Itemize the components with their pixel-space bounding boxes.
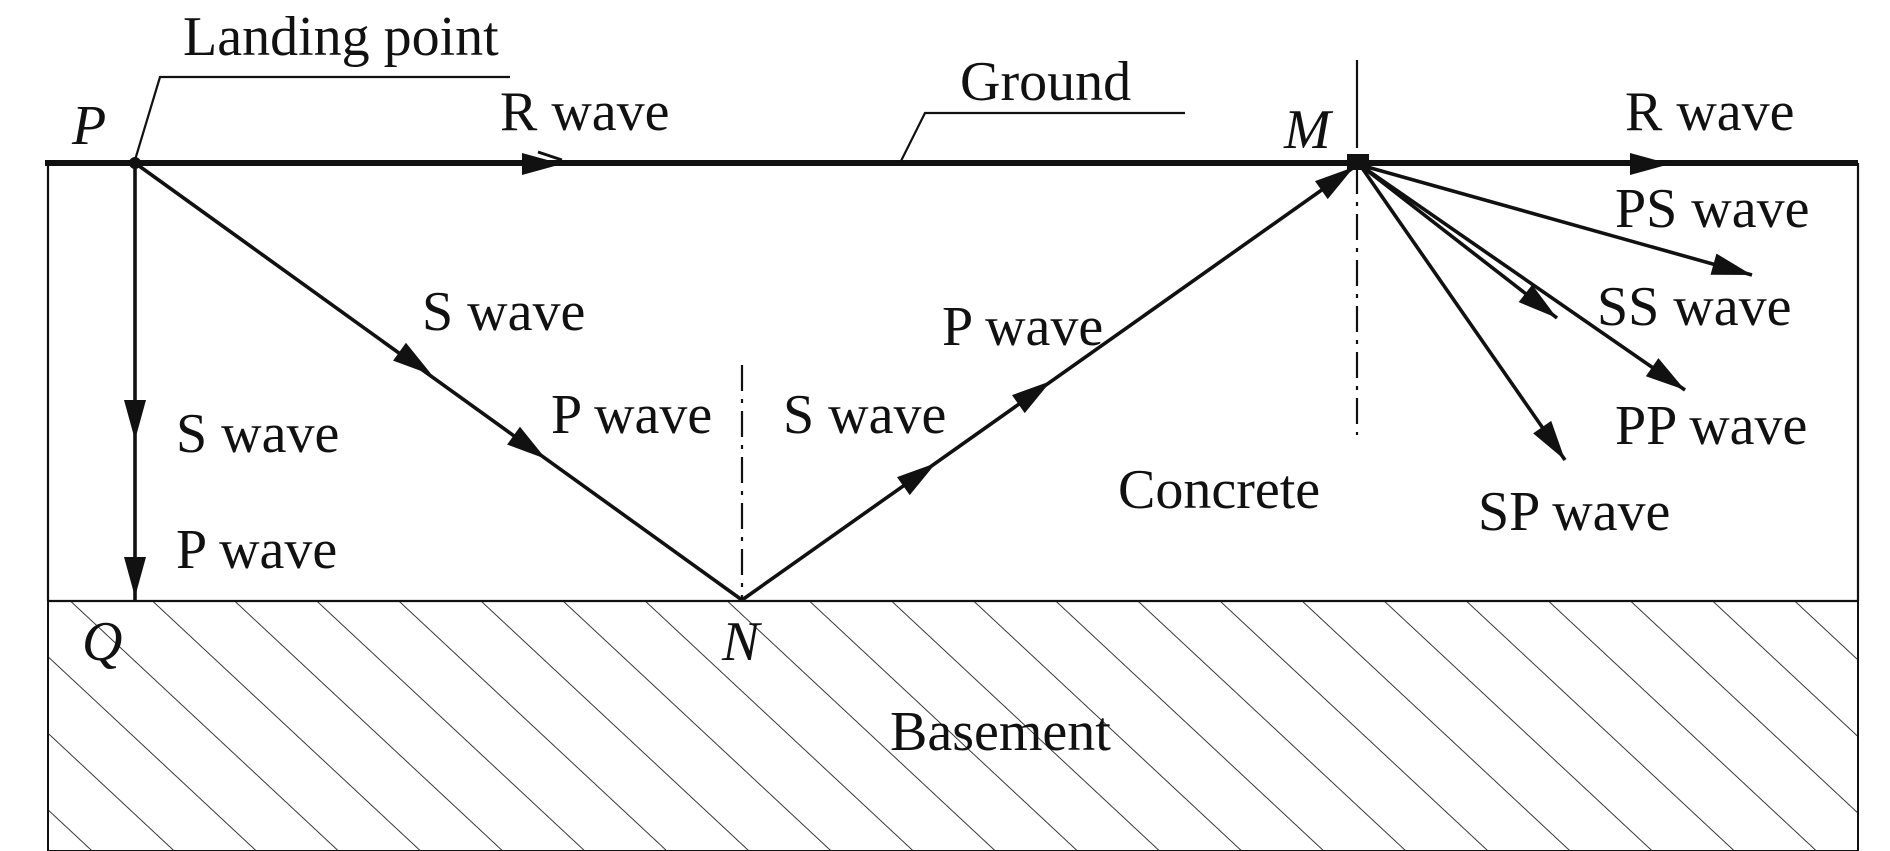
ray-m-to-ps <box>1359 163 1753 277</box>
s-wave-up-label: S wave <box>783 384 946 446</box>
p-wave-vertical-label: P wave <box>176 519 337 581</box>
p-wave-diag-label: P wave <box>551 384 712 446</box>
ray-p-to-n <box>133 161 744 602</box>
s-wave-vertical-label: S wave <box>176 403 339 465</box>
r-wave-left-label: R wave <box>500 81 670 143</box>
arrowhead-up-p <box>1011 381 1051 414</box>
r-wave-left-barb <box>537 150 563 162</box>
ray-m-to-ss <box>1358 163 1559 320</box>
arrowhead-up-s <box>896 463 936 496</box>
basement-label: Basement <box>890 701 1111 763</box>
ps-wave-label: PS wave <box>1615 178 1809 240</box>
p-wave-up-label: P wave <box>942 296 1103 358</box>
arrowhead-ss <box>1518 284 1557 318</box>
s-wave-diag-label: S wave <box>422 281 585 343</box>
r-wave-right-label: R wave <box>1625 81 1795 143</box>
point-q-label: Q <box>82 611 122 673</box>
pp-wave-label: PP wave <box>1615 395 1807 457</box>
arrowhead-up-end <box>1314 167 1354 200</box>
ground-leader <box>899 111 1185 164</box>
landing-point-leader <box>133 75 510 161</box>
arrowhead-r-wave-left <box>522 153 562 175</box>
arrowhead-vertical-p <box>124 557 146 597</box>
arrowhead-ps <box>1710 253 1752 275</box>
ray-m-to-pp <box>1358 163 1687 392</box>
arrowhead-diag-s <box>393 342 432 375</box>
ground-label: Ground <box>960 51 1131 113</box>
concrete-label: Concrete <box>1118 459 1320 521</box>
landing-point-label: Landing point <box>183 6 499 68</box>
ray-m-to-sp <box>1358 163 1567 462</box>
arrowhead-pp <box>1645 358 1685 390</box>
arrowhead-vertical-s <box>124 400 146 440</box>
arrowhead-r-wave-right <box>1630 153 1670 175</box>
sp-wave-label: SP wave <box>1478 481 1670 543</box>
ss-wave-label: SS wave <box>1597 276 1791 338</box>
point-m-label: M <box>1283 99 1334 161</box>
arrowhead-sp <box>1533 420 1565 460</box>
basement-region <box>48 601 1858 851</box>
arrowhead-diag-p <box>507 426 546 459</box>
point-p-label: P <box>71 95 106 157</box>
point-n-label: N <box>721 611 762 673</box>
